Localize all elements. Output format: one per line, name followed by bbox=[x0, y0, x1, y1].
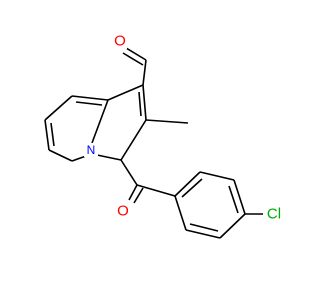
atom-aldehyde-oxygen: O bbox=[113, 33, 127, 50]
bond-c5-n4 bbox=[71, 155, 87, 162]
atom-chlorine: Cl bbox=[263, 206, 285, 223]
bond-ph5-ph6 bbox=[185, 229, 221, 239]
chlorine-label: Cl bbox=[267, 206, 281, 223]
aldehyde-oxygen-label: O bbox=[114, 33, 126, 50]
bond-ph5-ph6-inner bbox=[189, 223, 219, 232]
bond-c6-c5 bbox=[48, 149, 73, 162]
atom-labels: O N O Cl bbox=[84, 33, 285, 223]
bond-c1-c2-inner bbox=[138, 91, 142, 117]
bond-ketone-co-2 bbox=[133, 187, 144, 204]
bond-ketone-c-ring bbox=[136, 184, 176, 197]
bond-ph4-ph5 bbox=[219, 213, 246, 239]
ketone-oxygen-label: O bbox=[117, 203, 129, 220]
bond-c2-methyl bbox=[145, 119, 189, 124]
bond-c3-n4 bbox=[96, 154, 122, 161]
bond-c1-c2 bbox=[142, 84, 147, 121]
bond-c7-c6-inner bbox=[50, 122, 55, 147]
bond-ketone-co-1 bbox=[128, 184, 138, 201]
bond-aldehyde-c-ring bbox=[142, 59, 147, 86]
bond-ph2-ph3 bbox=[199, 171, 235, 181]
bond-c1-c8a bbox=[107, 84, 144, 101]
bond-ph3-ph4-inner bbox=[228, 185, 239, 214]
bonds bbox=[44, 47, 263, 239]
atom-ketone-oxygen: O bbox=[116, 203, 130, 220]
bond-c8-c7 bbox=[44, 95, 73, 121]
bond-ph6-ph1 bbox=[174, 195, 187, 231]
bond-aldehyde-co-1 bbox=[125, 47, 147, 61]
bond-c8a-c8-inner bbox=[75, 101, 103, 106]
bond-aldehyde-co-2 bbox=[122, 52, 144, 66]
bond-ph1-ph2 bbox=[174, 171, 201, 197]
ring-nitrogen-label: N bbox=[87, 143, 96, 157]
bond-ph3-ph4 bbox=[233, 179, 246, 215]
chemical-structure-diagram: O N O Cl bbox=[44, 32, 285, 239]
bond-c3-ketone-c bbox=[120, 159, 138, 186]
bond-c7-c6 bbox=[44, 119, 50, 151]
bond-c8a-c8 bbox=[71, 95, 109, 101]
bond-c2-c3 bbox=[120, 119, 147, 161]
bond-ph1-ph2-inner bbox=[181, 178, 203, 198]
atom-ring-nitrogen: N bbox=[84, 143, 98, 157]
bond-n4-c8a bbox=[91, 99, 109, 144]
